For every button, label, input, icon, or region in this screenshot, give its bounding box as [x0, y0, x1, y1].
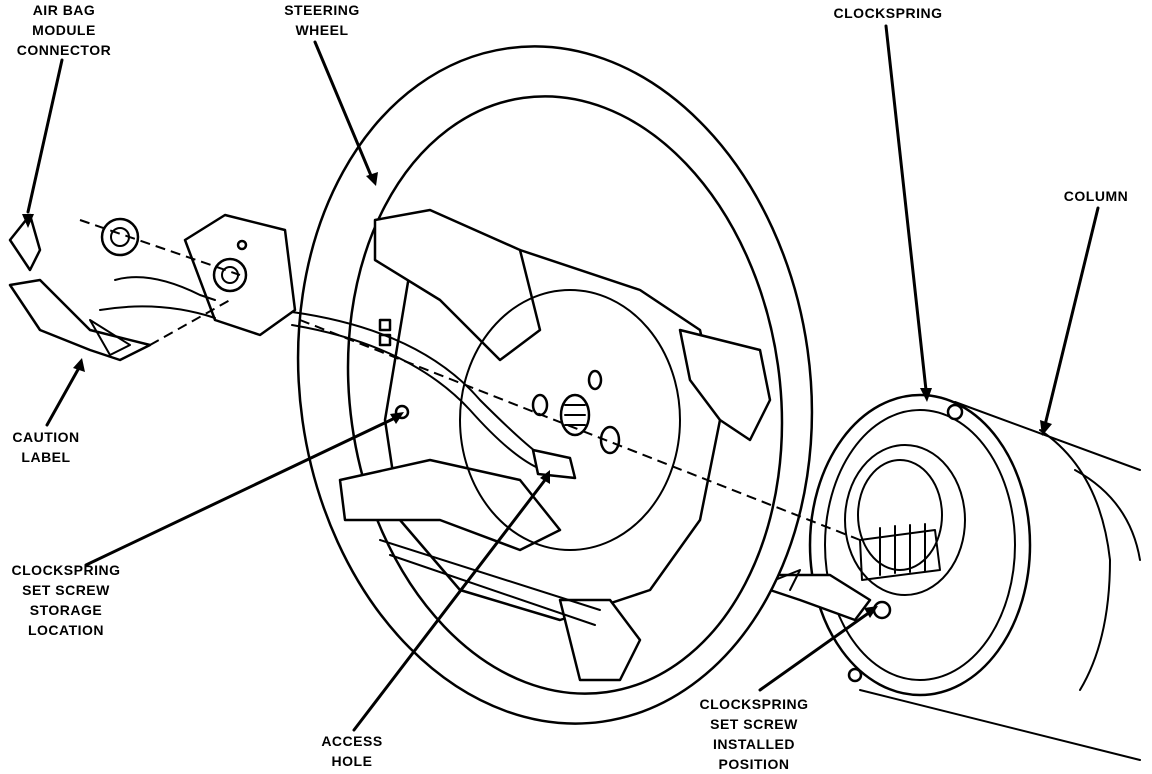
label-set-screw-installed-position: CLOCKSPRING SET SCREW INSTALLED POSITION — [699, 696, 809, 772]
label-access-hole: ACCESS HOLE — [321, 733, 383, 769]
label-air-bag-module-connector: AIR BAG MODULE CONNECTOR — [16, 2, 112, 58]
label-clockspring: CLOCKSPRING — [833, 5, 943, 21]
label-steering-wheel: STEERING WHEEL — [284, 2, 360, 38]
clockspring — [763, 393, 1032, 697]
caution-label-tag — [8, 213, 216, 362]
label-set-screw-storage-location: CLOCKSPRING SET SCREW STORAGE LOCATION — [11, 562, 121, 638]
steering-column — [859, 401, 1141, 761]
alignment-line-shaft — [299, 319, 861, 541]
steering-wheel — [296, 45, 814, 725]
label-caution-label: CAUTION LABEL — [12, 429, 80, 465]
alignment-line-nut — [79, 219, 241, 276]
leader-lines — [22, 24, 1100, 732]
label-column: COLUMN — [1063, 188, 1129, 204]
